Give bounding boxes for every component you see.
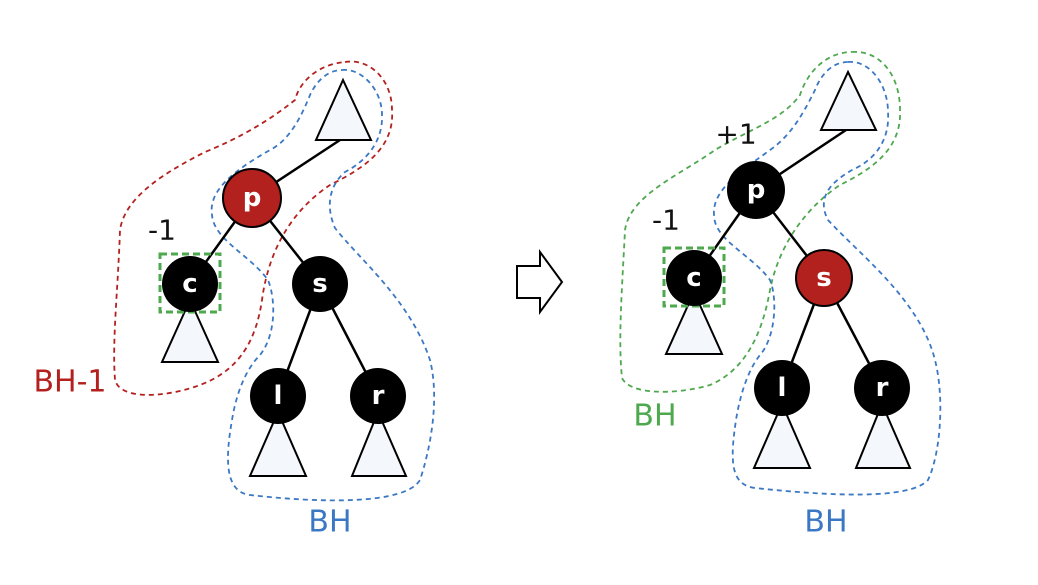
before-r-subtree-triangle [350, 409, 408, 477]
before-node-p-label: p [243, 183, 262, 213]
right-arrow-icon [516, 248, 564, 316]
after-node-c [666, 250, 722, 306]
before-delta-c: -1 [148, 214, 176, 247]
before-root-subtree-triangle [314, 77, 373, 141]
before-node-l-label: l [274, 381, 283, 411]
before-node-s-label: s [312, 269, 327, 299]
before-node-c [162, 256, 218, 312]
before-bh-contour-blue [210, 69, 435, 502]
before-node-r-label: r [372, 381, 385, 411]
before-label-bh: BH [308, 505, 351, 540]
after-node-s [795, 249, 853, 307]
after-node-s-label: s [816, 263, 831, 293]
before-node-l [250, 368, 306, 424]
before-label-bh-minus-one: BH-1 [33, 365, 106, 400]
after-tree: p c s l r +1 -1 BH BH [619, 51, 942, 540]
after-delta-p: +1 [715, 118, 756, 151]
after-r-subtree-triangle [854, 401, 912, 469]
after-label-bh-blue: BH [804, 505, 847, 540]
after-root-subtree-triangle [819, 69, 878, 131]
before-c-subtree-triangle [160, 297, 220, 363]
before-node-c-label: c [182, 269, 197, 299]
after-bh-contour-green [619, 51, 901, 393]
after-delta-c: -1 [652, 204, 680, 237]
after-node-r-label: r [876, 373, 889, 403]
before-bh-minus-one-contour [113, 60, 393, 396]
before-l-subtree-triangle [248, 409, 308, 477]
after-node-l-label: l [778, 373, 787, 403]
after-label-bh-green: BH [633, 399, 676, 434]
after-node-p-label: p [747, 175, 766, 205]
before-node-s [292, 256, 348, 312]
after-l-subtree-triangle [752, 401, 812, 469]
after-node-c-label: c [686, 263, 701, 293]
after-node-p [727, 161, 785, 219]
after-node-r [854, 360, 910, 416]
after-c-subtree-triangle [664, 289, 724, 355]
after-node-l [754, 360, 810, 416]
before-node-p [222, 168, 282, 228]
before-tree: p c s l r -1 BH-1 BH [33, 60, 435, 540]
before-node-r [350, 368, 406, 424]
